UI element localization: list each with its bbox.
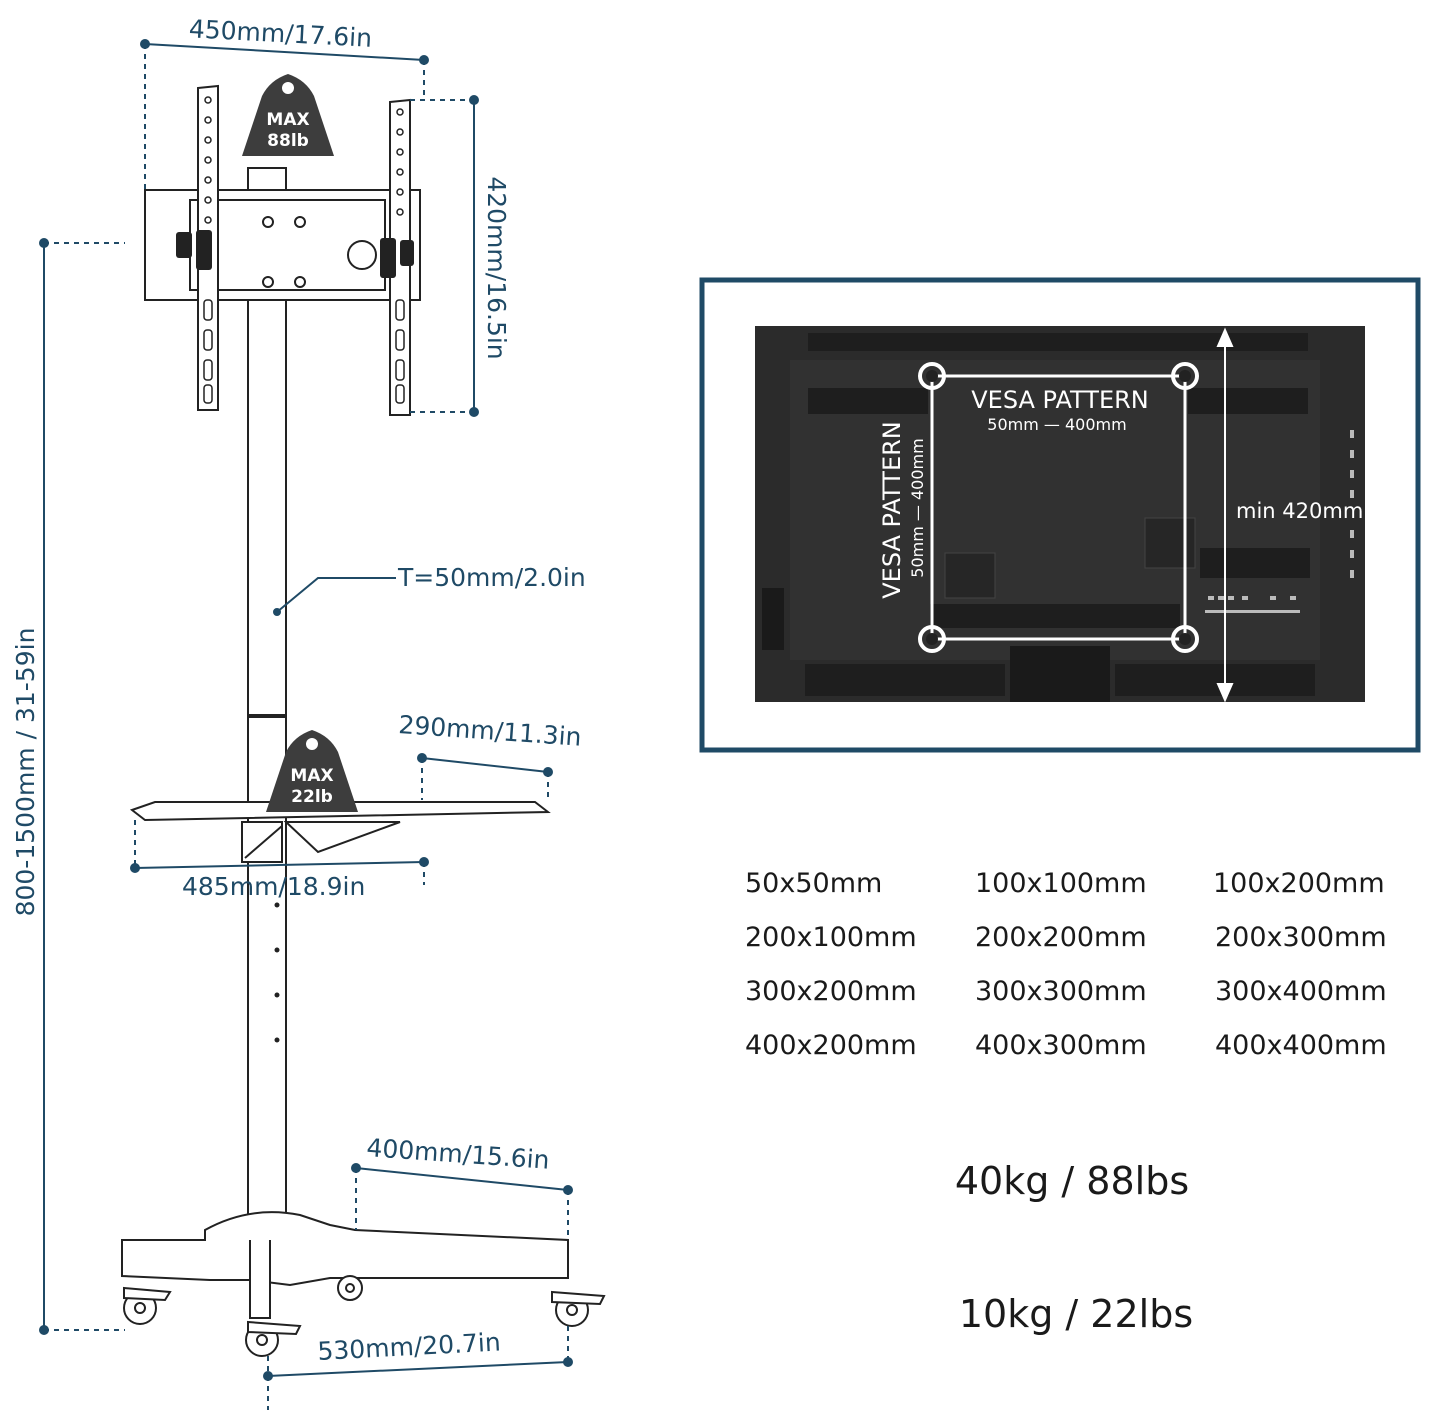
vesa-square xyxy=(930,374,1187,641)
tv-ports xyxy=(1205,430,1354,613)
badge-shelf-line2: 22lb xyxy=(291,787,333,807)
vesa-size: 300x200mm xyxy=(745,976,917,1007)
vesa-size: 200x200mm xyxy=(975,922,1147,953)
vesa-size: 200x300mm xyxy=(1215,922,1387,953)
vesa-holes xyxy=(918,362,1199,653)
max-22lb-badge: MAX 22lb xyxy=(266,730,358,812)
stand-pole xyxy=(247,167,287,1219)
vesa-title: VESA PATTERN xyxy=(971,386,1149,414)
shelf-capacity: 10kg / 22lbs xyxy=(959,1292,1193,1336)
base-width-label: 530mm/20.7in xyxy=(317,1327,502,1366)
dimension-lines xyxy=(39,39,573,1410)
vesa-title-vertical: VESA PATTERN xyxy=(878,421,906,599)
tv-capacity: 40kg / 88lbs xyxy=(955,1159,1189,1203)
height-range-label: 800-1500mm / 31-59in xyxy=(11,628,40,917)
badge-top-line1: MAX xyxy=(266,110,309,130)
vesa-range-horizontal: 50mm — 400mm xyxy=(987,415,1126,434)
bracket-height-label: 420mm/16.5in xyxy=(482,176,511,359)
vesa-size: 200x100mm xyxy=(745,922,917,953)
vesa-size: 400x400mm xyxy=(1215,1030,1387,1061)
vesa-size: 50x50mm xyxy=(745,868,882,899)
stand-base xyxy=(121,1211,569,1287)
min-height-label: min 420mm xyxy=(1236,499,1363,523)
vesa-size: 300x400mm xyxy=(1215,976,1387,1007)
shelf-depth-label: 290mm/11.3in xyxy=(398,710,583,752)
vesa-size: 100x200mm xyxy=(1213,868,1385,899)
min-height-arrow xyxy=(1216,327,1234,703)
vesa-size: 400x200mm xyxy=(745,1030,917,1061)
vesa-size: 400x300mm xyxy=(975,1030,1147,1061)
caster-wheels xyxy=(123,1275,606,1357)
tv-vesa-panel: VESA PATTERN 50mm — 400mm VESA PATTERN 5… xyxy=(699,277,1421,753)
shelf-width-label: 485mm/18.9in xyxy=(182,872,365,901)
badge-shelf-line1: MAX xyxy=(290,766,333,786)
tube-thickness-label: T=50mm/2.0in xyxy=(397,563,586,592)
tv-stand-drawing xyxy=(121,84,606,1357)
base-depth-label: 400mm/15.6in xyxy=(366,1133,551,1175)
badge-top-line2: 88lb xyxy=(267,131,309,151)
vesa-size: 100x100mm xyxy=(975,868,1147,899)
bracket-width-label: 450mm/17.6in xyxy=(188,14,373,53)
tv-vents xyxy=(805,333,1315,696)
vesa-range-vertical: 50mm — 400mm xyxy=(908,438,927,577)
vesa-size-list: 50x50mm 100x100mm 100x200mm 200x100mm 20… xyxy=(745,868,1387,1061)
vesa-size: 300x300mm xyxy=(975,976,1147,1007)
max-88lb-badge: MAX 88lb xyxy=(242,74,334,156)
